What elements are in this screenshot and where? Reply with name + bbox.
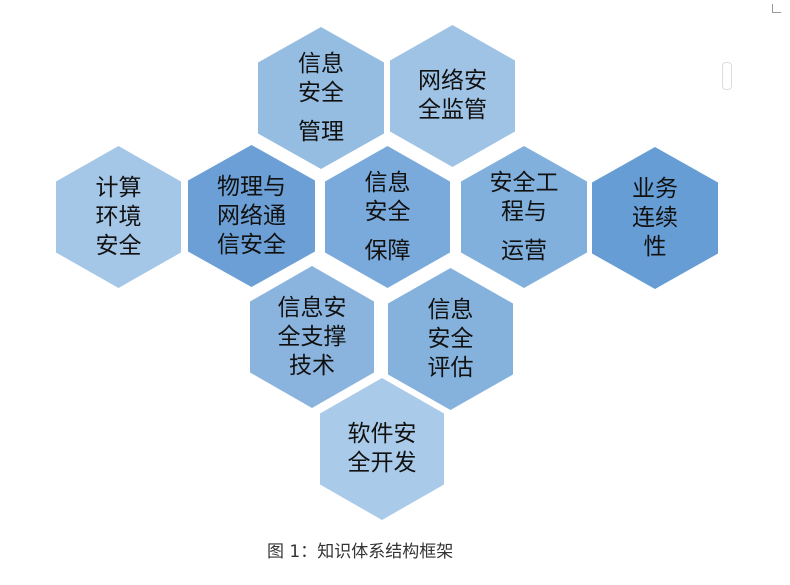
hexagon-label-line: 保障: [364, 237, 411, 264]
hexagon-label-line: 全监管: [418, 97, 487, 123]
hexagon-computing-env-sec: 计算环境安全: [56, 146, 181, 288]
hexagon-label-line: 物理与: [217, 173, 286, 200]
hexagon-label-line: 全开发: [347, 450, 417, 476]
scroll-handle[interactable]: [722, 62, 732, 90]
hexagon-label-line: 信息: [364, 169, 411, 196]
hexagon-label-line: 网络通: [217, 202, 286, 229]
hexagon-label-line: 全支撑: [277, 323, 347, 350]
hexagon-label-line: 信息: [427, 296, 474, 323]
hexagon-info-sec-assurance: 信息安全保障: [325, 146, 450, 288]
figure-caption: 图 1：知识体系结构框架: [267, 542, 454, 562]
hexagon-label-line: 安全工: [489, 169, 559, 196]
hexagon-sec-engineering-ops: 安全工程与运营: [461, 146, 587, 288]
hexagon-label-line: 计算: [95, 174, 142, 201]
hexagon-physical-network-comm-sec: 物理与网络通信安全: [188, 145, 315, 287]
hexagon-label-line: 安全: [95, 232, 142, 259]
hexagon-label-line: 程与: [501, 198, 547, 225]
hexagon-network-sec-supervision: 网络安全监管: [390, 25, 515, 167]
corner-mark: [772, 4, 781, 13]
hexagon-label-line: 业务: [632, 175, 678, 202]
hexagon-label-line: 评估: [427, 354, 474, 381]
hexagon-label-line: 连续: [632, 204, 678, 231]
hexagon-label-line: 安全: [298, 79, 344, 106]
hexagon-label-line: 运营: [501, 237, 547, 264]
hexagon-label-line: 信息: [298, 50, 344, 77]
hexagon-label-line: 管理: [298, 118, 344, 145]
hexagon-label-line: 安全: [427, 325, 474, 352]
hexagon-label-line: 网络安: [418, 68, 487, 94]
hexagon-label-line: 技术: [289, 352, 335, 379]
hexagon-info-sec-support-tech: 信息安全支撑技术: [250, 266, 374, 408]
hexagon-business-continuity: 业务连续性: [592, 147, 718, 289]
hexagon-info-sec-management: 信息安全管理: [258, 27, 384, 169]
hexagon-label-line: 性: [643, 233, 667, 260]
hexagon-label-line: 软件安: [347, 421, 417, 447]
hexagon-info-sec-assessment: 信息安全评估: [388, 268, 513, 410]
hexagon-label-line: 安全: [364, 198, 411, 225]
hexagon-label-line: 环境: [95, 203, 142, 230]
hexagon-label-line: 信安全: [217, 231, 286, 258]
hexagon-software-sec-dev: 软件安全开发: [320, 378, 444, 520]
hexagon-label-line: 信息安: [277, 294, 347, 321]
